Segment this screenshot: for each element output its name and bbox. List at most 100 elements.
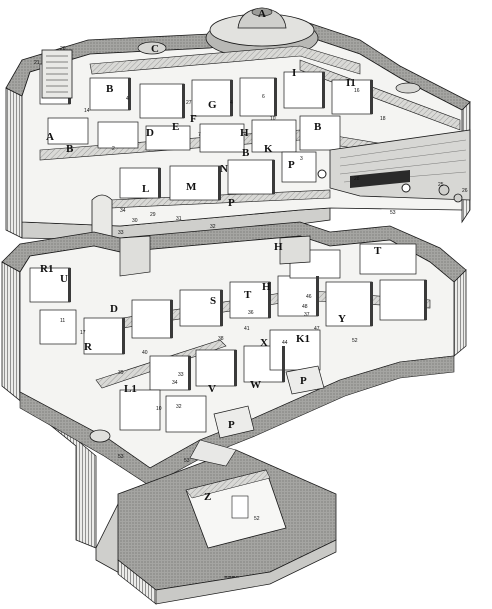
num-53a: 53: [390, 210, 396, 216]
num-14: 14: [84, 108, 90, 114]
label-l1: L1: [124, 383, 137, 395]
num-53c: 53: [184, 458, 190, 464]
annex-right-face: [155, 539, 337, 605]
num-7: 7: [198, 132, 201, 138]
num-37: 37: [304, 312, 310, 318]
label-f: F: [190, 113, 197, 125]
lower-room-p-right: [285, 365, 325, 395]
label-r1: R1: [40, 263, 53, 275]
label-b-mid: B: [242, 147, 250, 159]
lower-partition-shading: [68, 268, 427, 390]
annex-z: [117, 439, 337, 605]
level-connector-stair: [279, 235, 311, 265]
num-3a: 3: [300, 156, 303, 162]
num-21: 21: [34, 60, 40, 66]
upper-rear-corridor: [89, 45, 361, 75]
upper-entrance-ramp-lines: [339, 139, 467, 183]
annex-room-inner-wall: [185, 469, 271, 499]
upper-left-outer-wall: [5, 87, 23, 239]
label-b-right: B: [314, 121, 322, 133]
num-53b: 53: [118, 454, 124, 460]
label-n: N: [220, 163, 228, 175]
label-k: K: [264, 143, 273, 155]
roof-vent-right: [395, 82, 421, 94]
label-a-dome: A: [258, 8, 266, 20]
num-34b: 34: [172, 380, 178, 386]
lower-room-p-left: [213, 405, 255, 439]
artist-signature: ▬▬▬▬: [224, 574, 239, 579]
num-32a: 32: [210, 224, 216, 230]
num-44: 44: [282, 340, 288, 346]
num-26: 26: [462, 188, 468, 194]
label-h-lower: H: [274, 241, 283, 253]
num-11a: 11: [60, 318, 65, 324]
lower-right-outer-wall: [453, 269, 467, 357]
num-36: 36: [248, 310, 254, 316]
num-2a: 2: [112, 146, 115, 152]
num-17: 17: [80, 330, 86, 336]
num-33b: 33: [178, 372, 184, 378]
num-18: 18: [380, 116, 386, 122]
level-connector-ramp: [119, 235, 151, 277]
label-p-upper-mid: P: [228, 197, 235, 209]
num-6: 6: [262, 94, 265, 100]
label-k1: K1: [296, 333, 310, 345]
entrance-ring-right: [401, 183, 411, 193]
lower-outer-slab-band: [19, 355, 455, 487]
annex-link-corridor: [189, 439, 237, 467]
num-30: 30: [132, 218, 138, 224]
num-47: 47: [314, 326, 320, 332]
label-t-lower: T: [244, 289, 252, 301]
label-e: E: [172, 121, 179, 133]
entrance-ring-left: [317, 169, 327, 179]
label-z: Z: [204, 491, 211, 503]
num-31: 31: [176, 216, 182, 222]
cupola-hatch: [251, 7, 273, 17]
label-p-lower-right: P: [300, 375, 307, 387]
num-4b: 4: [230, 100, 233, 106]
upper-right-corridor: [299, 59, 461, 131]
label-i1: I1: [346, 77, 356, 89]
upper-room-partitions: [39, 63, 373, 201]
label-b-top: B: [106, 83, 114, 95]
num-38: 38: [218, 336, 224, 342]
number-callouts: 20 21 16 18 27 4 4 6 10 3 14 2 7 28 25 2…: [34, 46, 468, 522]
label-v: V: [208, 383, 216, 395]
lower-room-partitions: [29, 243, 427, 433]
num-28: 28: [354, 176, 360, 182]
label-a-left: A: [46, 131, 54, 143]
entrance-wheel-25: [438, 184, 450, 196]
label-i: I: [292, 67, 296, 79]
label-p-lower-left: P: [228, 419, 235, 431]
lower-spiral-stair: [89, 429, 111, 443]
label-w: W: [250, 379, 261, 391]
label-x: X: [260, 337, 268, 349]
label-b-left: B: [66, 143, 74, 155]
num-46: 46: [306, 294, 312, 300]
label-p-upper-right: P: [288, 159, 295, 171]
num-52a: 52: [352, 338, 358, 344]
label-m: M: [186, 181, 197, 193]
num-29: 29: [150, 212, 156, 218]
upper-level: [5, 7, 471, 243]
num-52b: 52: [254, 516, 260, 522]
label-h-upper: H: [240, 127, 249, 139]
label-r: R: [84, 341, 93, 353]
roof-vent-c: [137, 41, 167, 55]
num-34a: 34: [120, 208, 126, 214]
annex-equipment: [231, 495, 249, 519]
num-39: 39: [118, 370, 124, 376]
num-25: 25: [438, 182, 444, 188]
upper-stair-tower-steps: [46, 55, 68, 93]
label-l-upper: L: [142, 183, 149, 195]
label-s: S: [210, 295, 216, 307]
num-33a: 33: [118, 230, 124, 236]
num-40: 40: [142, 350, 148, 356]
label-t-right: T: [374, 245, 382, 257]
room-letter-labels: A C B I I1 B A B D E F G H B K P N L M P…: [40, 8, 382, 503]
num-20: 20: [60, 46, 66, 52]
num-27: 27: [186, 100, 192, 106]
num-16: 16: [354, 88, 360, 94]
num-32b: 32: [176, 404, 182, 410]
